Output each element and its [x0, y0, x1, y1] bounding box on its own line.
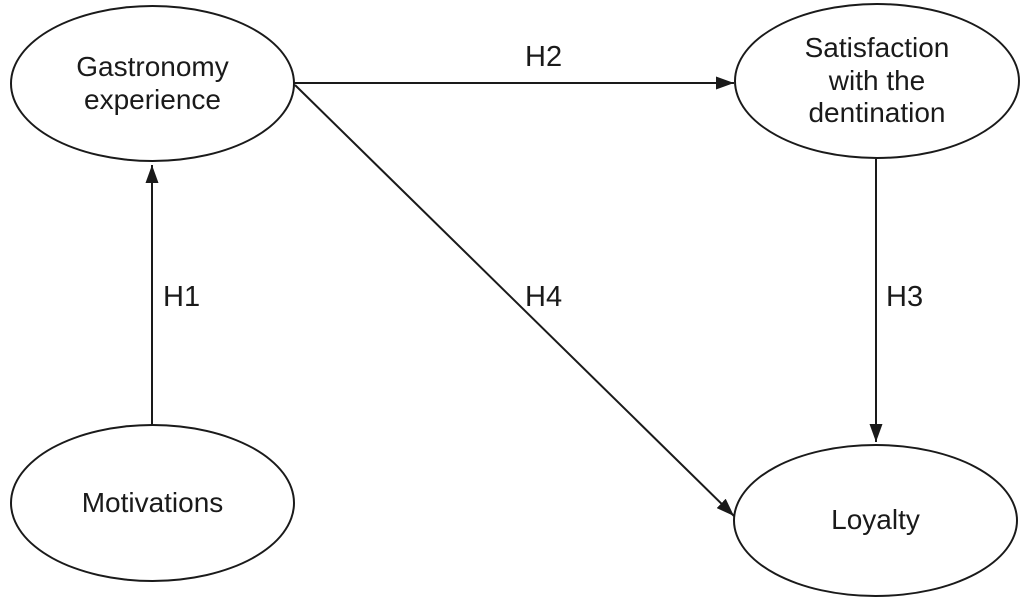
- edge-label-h3: H3: [886, 281, 924, 313]
- node-satisfaction-label: Satisfaction with the dentination: [805, 32, 950, 129]
- edge-label-h4: H4: [525, 281, 563, 313]
- node-label-line: experience: [84, 83, 221, 115]
- node-label-line: Motivations: [81, 486, 224, 518]
- node-motivations-label: Motivations: [82, 487, 224, 519]
- edge-label-h2: H2: [525, 41, 563, 73]
- node-loyalty-label: Loyalty: [831, 504, 920, 536]
- node-gastronomy-experience-label: Gastronomy experience: [76, 51, 229, 116]
- node-motivations: Motivations: [10, 424, 295, 582]
- node-gastronomy-experience: Gastronomy experience: [10, 5, 295, 162]
- node-label-line: Gastronomy: [76, 51, 229, 83]
- node-loyalty: Loyalty: [733, 444, 1018, 597]
- node-label-line: dentination: [808, 97, 946, 129]
- node-label-line: Satisfaction: [804, 32, 950, 64]
- node-label-line: Loyalty: [831, 504, 920, 536]
- node-label-line: with the: [828, 64, 926, 96]
- edge-h4-arrow: [294, 84, 735, 517]
- edge-label-h1: H1: [163, 281, 201, 313]
- node-satisfaction-with-the-dentination: Satisfaction with the dentination: [734, 3, 1020, 159]
